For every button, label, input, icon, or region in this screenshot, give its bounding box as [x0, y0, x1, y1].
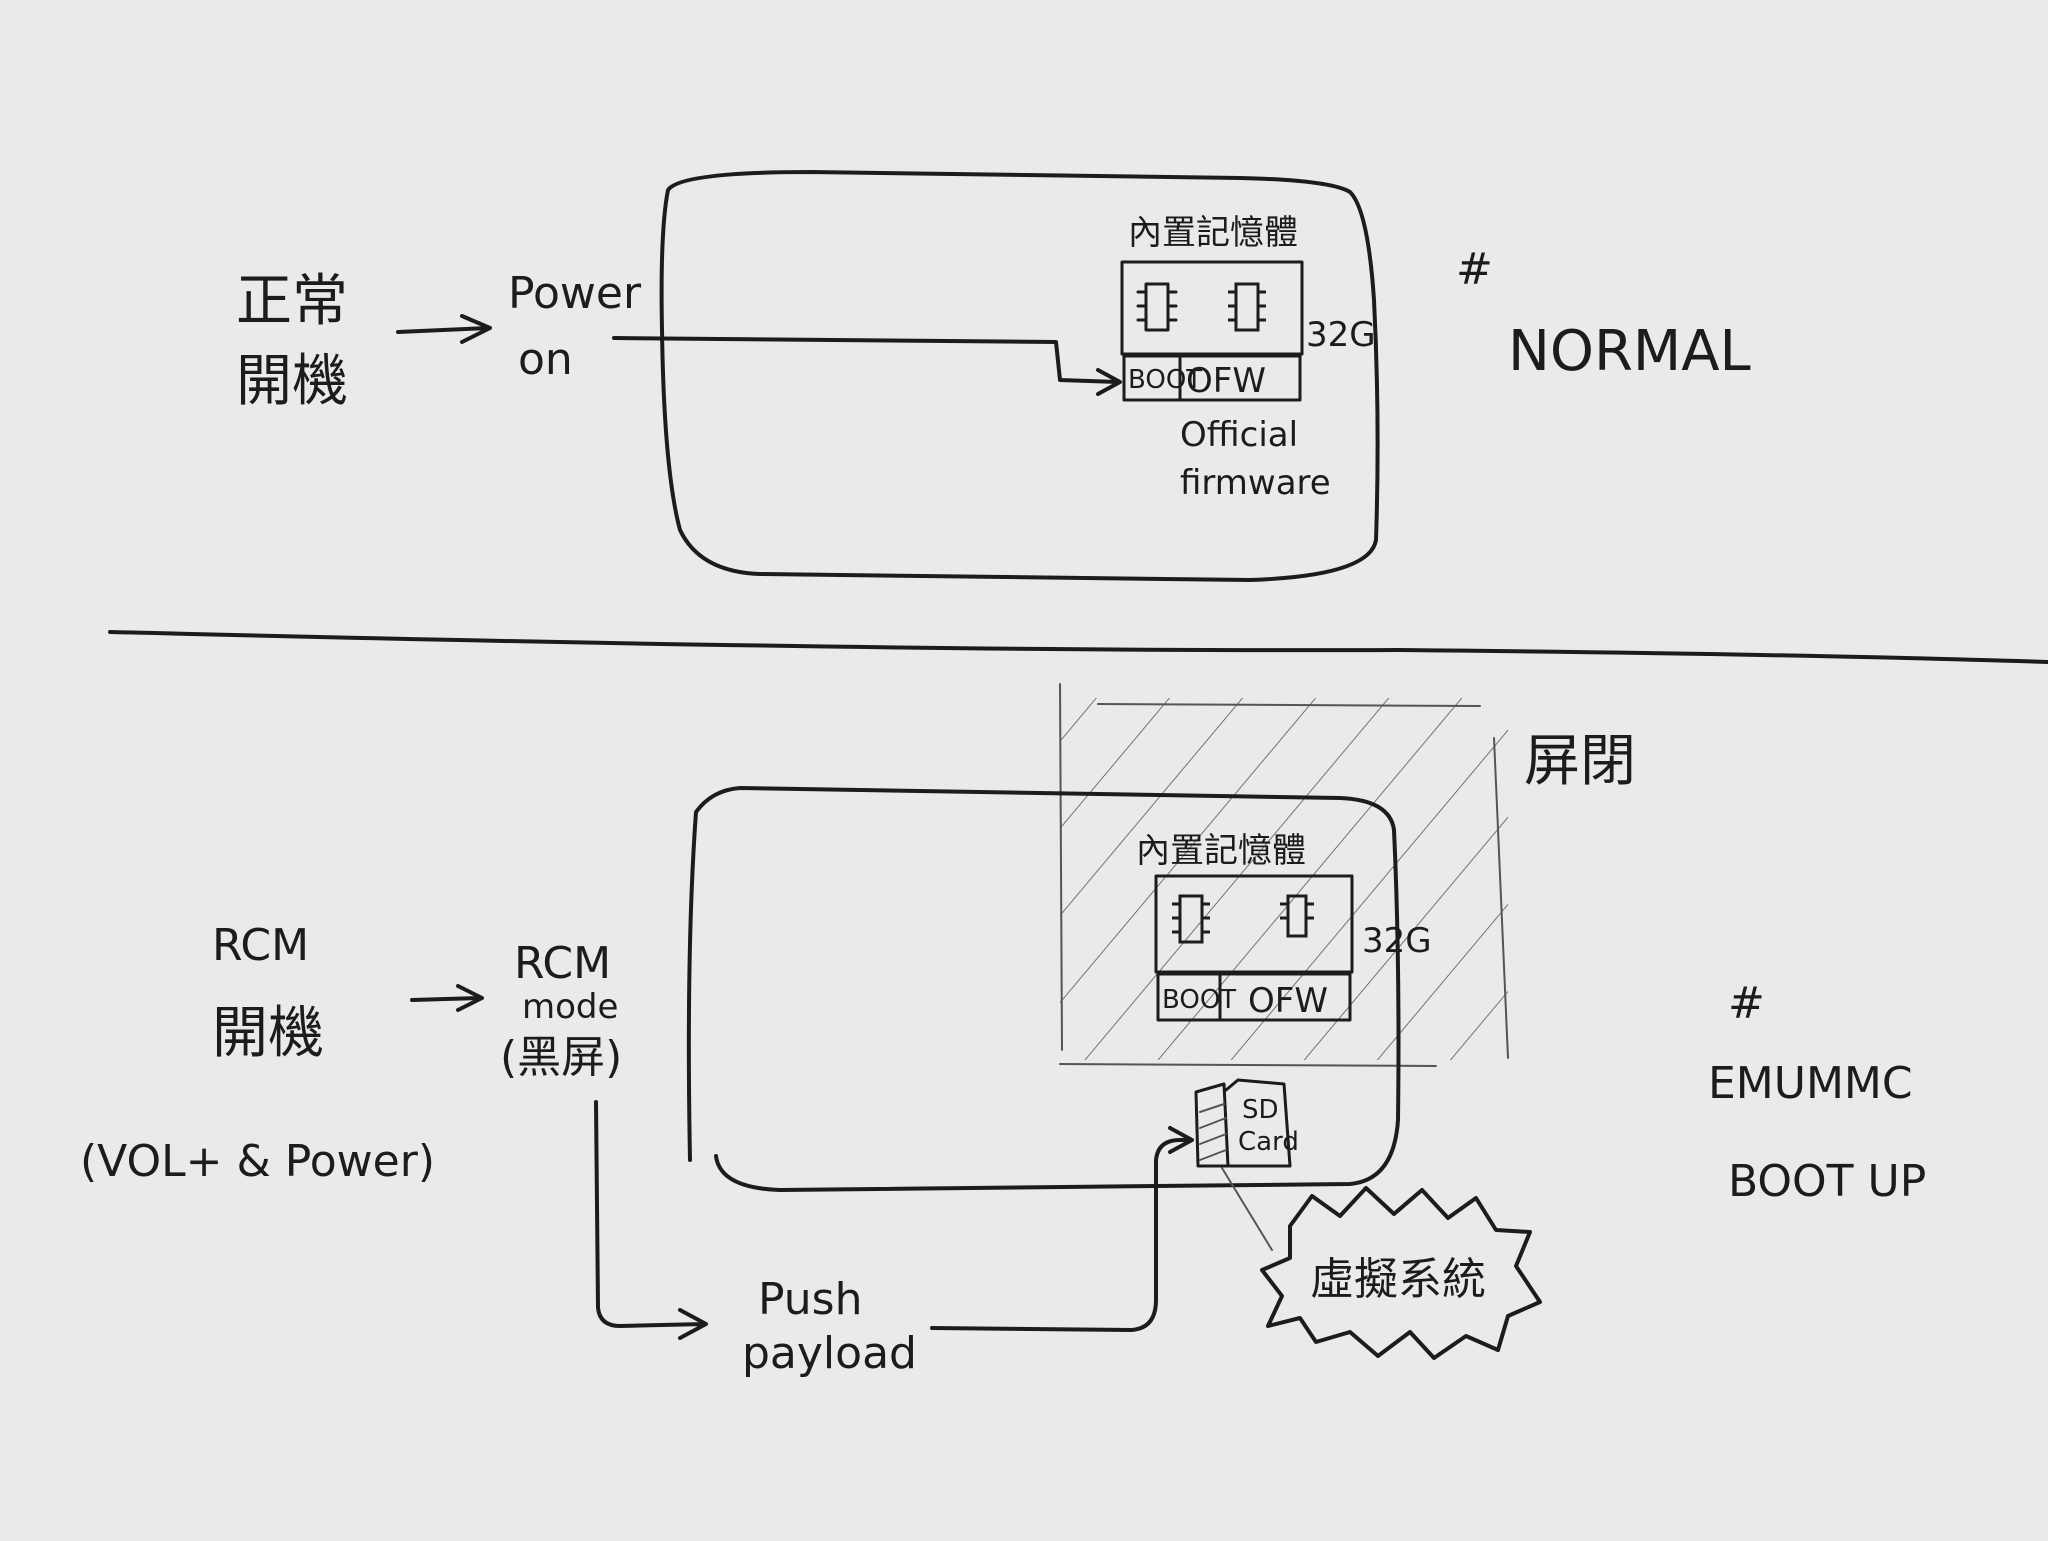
normal-capacity: 32G	[1306, 315, 1376, 355]
disabled-label: 屏閉	[1524, 729, 1636, 794]
arrow-to-power-on	[396, 314, 492, 344]
arrow-push-payload-to-sd-card	[930, 1126, 1194, 1332]
emummc-device-outline	[686, 786, 1401, 1192]
emummc-memory-box	[1154, 874, 1354, 974]
arrow-power-on-to-boot	[612, 336, 1122, 396]
sd-card-line2: Card	[1238, 1127, 1299, 1157]
emummc-ofw-cell: OFW	[1248, 981, 1328, 1021]
disabled-hatch-area	[1060, 698, 1508, 1060]
virtual-system-label: 虛擬系統	[1310, 1254, 1486, 1305]
key-combo: (VOL+ & Power)	[80, 1136, 435, 1187]
emummc-tag-line1: EMUMMC	[1708, 1058, 1913, 1109]
disabled-area-outline	[1059, 683, 1509, 1067]
normal-chip-icon-2	[1228, 282, 1266, 332]
arrow-rcm-to-push-payload	[594, 1100, 708, 1340]
normal-tag-hash: #	[1456, 244, 1493, 295]
sd-card-leader	[1221, 1167, 1273, 1251]
virtual-system-burst	[1260, 1186, 1542, 1360]
emummc-tag-line2: BOOT UP	[1728, 1156, 1926, 1207]
emummc-partition-row	[1156, 972, 1352, 1022]
rcm-mode-line1: RCM	[514, 938, 611, 989]
rcm-mode-line3: (黑屏)	[500, 1032, 622, 1083]
emummc-section: 屏閉 RCM 開機 (VOL+ & Power) RCM mode (黑屏) 內…	[80, 683, 1926, 1379]
push-payload-line1: Push	[758, 1274, 862, 1325]
normal-ofw-cell: OFW	[1186, 361, 1266, 401]
emummc-boot-label-line1: RCM	[212, 920, 309, 971]
sd-card-line1: SD	[1242, 1095, 1279, 1125]
emummc-boot-label-line2: 開機	[212, 1001, 324, 1066]
section-divider	[108, 630, 2048, 664]
push-payload-line2: payload	[742, 1328, 917, 1379]
normal-section: 正常 開機 Power on 內置記憶體 32G BOOT OFW Off	[236, 170, 1751, 582]
normal-chip-icon-1	[1136, 282, 1178, 332]
emummc-chip-icon-2	[1280, 894, 1314, 938]
rcm-mode-line2: mode	[522, 987, 618, 1027]
official-firmware-line1: Official	[1180, 415, 1298, 455]
normal-boot-cell: BOOT	[1128, 365, 1202, 395]
emummc-memory-title: 內置記憶體	[1136, 831, 1306, 871]
power-on-line2: on	[518, 334, 573, 385]
normal-tag: NORMAL	[1508, 319, 1751, 384]
normal-partition-row	[1122, 354, 1302, 402]
official-firmware-line2: firmware	[1180, 463, 1331, 503]
arrow-to-rcm-mode	[410, 984, 484, 1012]
power-on-line1: Power	[508, 268, 642, 319]
normal-device-outline	[659, 170, 1380, 582]
emummc-capacity: 32G	[1362, 921, 1432, 961]
normal-memory-title: 內置記憶體	[1128, 213, 1298, 253]
emummc-boot-cell: BOOT	[1162, 985, 1236, 1015]
sd-card-icon	[1194, 1078, 1292, 1168]
normal-memory-box	[1120, 260, 1304, 356]
emummc-chip-icon-1	[1172, 894, 1210, 944]
normal-boot-label-line2: 開機	[236, 349, 348, 414]
normal-boot-label-line1: 正常	[236, 269, 348, 334]
emummc-tag-hash: #	[1728, 978, 1765, 1029]
